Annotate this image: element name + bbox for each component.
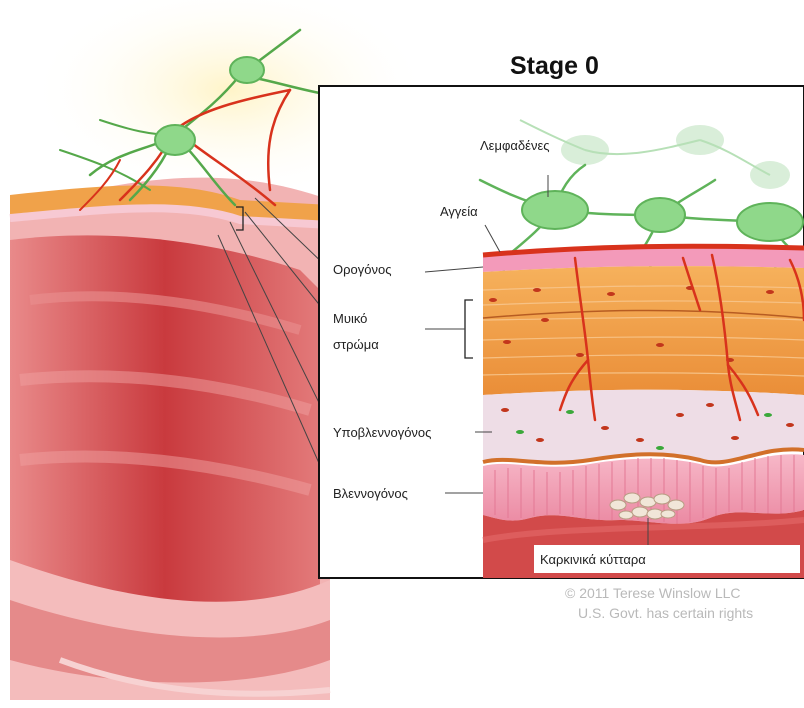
label-lymph-nodes: Λεμφαδένες — [480, 138, 550, 153]
label-muscle-line2: στρώμα — [333, 337, 379, 352]
lymph-node — [522, 191, 588, 229]
lymph-node — [230, 57, 264, 83]
stage-title: Stage 0 — [510, 52, 599, 80]
lymph-node — [635, 198, 685, 232]
copyright-line1: © 2011 Terese Winslow LLC — [565, 585, 741, 601]
lymph-node — [737, 203, 803, 241]
label-muscle-line1: Μυικό — [333, 311, 367, 326]
label-mucosa: Βλεννογόνος — [333, 486, 408, 501]
label-serosa: Ορογόνος — [333, 262, 391, 277]
label-cancer-cells: Καρκινικά κύτταρα — [540, 552, 646, 567]
label-vessels: Αγγεία — [440, 204, 478, 219]
lymph-node — [155, 125, 195, 155]
submucosa-layer — [483, 390, 804, 463]
muscle-layer — [483, 266, 804, 395]
copyright-line2: U.S. Govt. has certain rights — [578, 605, 753, 621]
label-submucosa: Υποβλεννογόνος — [333, 425, 431, 440]
